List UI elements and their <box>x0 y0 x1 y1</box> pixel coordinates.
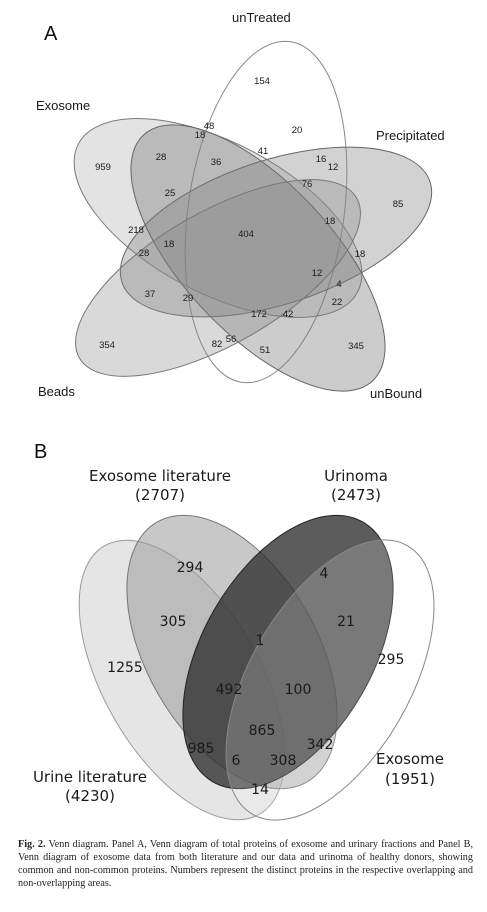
region-count: 41 <box>258 146 269 157</box>
label-beads: Beads <box>38 384 75 399</box>
region-count: 48 <box>204 121 215 132</box>
region-count: 404 <box>238 229 254 240</box>
region-count: 25 <box>165 188 176 199</box>
region-count: 294 <box>177 560 204 576</box>
region-count: 36 <box>211 157 222 168</box>
region-count: 308 <box>270 753 297 769</box>
region-count: 85 <box>393 199 404 210</box>
region-count: 21 <box>337 614 355 630</box>
region-count: 100 <box>285 682 312 698</box>
panel-b-region-counts: 294 4 305 21 1 1255 295 492 100 865 985 … <box>107 560 404 798</box>
region-count: 12 <box>328 162 339 173</box>
panel-a-region-counts: 154 959 48 18 20 28 36 41 16 12 85 76 25… <box>95 76 403 356</box>
label-untreated: unTreated <box>232 10 291 25</box>
region-count: 172 <box>251 309 267 320</box>
label-urine-literature-count: (4230) <box>65 787 115 805</box>
label-unbound: unBound <box>370 386 422 401</box>
ellipse-untreated <box>184 40 348 384</box>
caption-label: Fig. 2. <box>18 839 46 850</box>
region-count: 354 <box>99 340 115 351</box>
region-count: 342 <box>307 737 334 753</box>
region-count: 305 <box>160 614 187 630</box>
region-count: 20 <box>292 125 303 136</box>
region-count: 959 <box>95 162 111 173</box>
ellipse-beads <box>75 179 361 377</box>
label-exosome: Exosome <box>36 98 90 113</box>
region-count: 154 <box>254 76 270 87</box>
label-exosome: Exosome <box>376 750 444 768</box>
panel-a-set-labels: Exosome unTreated Precipitated unBound B… <box>36 10 445 401</box>
panel-a-letter: A <box>44 23 58 45</box>
ellipse-unbound <box>130 124 386 392</box>
region-count: 492 <box>216 682 243 698</box>
label-urinoma-count: (2473) <box>331 486 381 504</box>
region-count: 18 <box>325 216 336 227</box>
region-count: 37 <box>145 289 156 300</box>
region-count: 28 <box>156 152 167 163</box>
region-count: 12 <box>312 268 323 279</box>
region-count: 4 <box>320 566 329 582</box>
region-count: 345 <box>348 341 364 352</box>
label-precipitated: Precipitated <box>376 128 445 143</box>
ellipse-precipitated <box>119 146 433 318</box>
label-exosome-literature: Exosome literature <box>89 467 231 485</box>
region-count: 295 <box>378 652 405 668</box>
region-count: 1255 <box>107 660 143 676</box>
region-count: 6 <box>232 753 241 769</box>
region-count: 218 <box>128 225 144 236</box>
panel-a-ellipses <box>73 40 433 392</box>
region-count: 865 <box>249 723 276 739</box>
caption-text: Venn diagram. Panel A, Venn diagram of t… <box>18 839 473 889</box>
region-count: 56 <box>226 334 237 345</box>
region-count: 22 <box>332 297 343 308</box>
region-count: 82 <box>212 339 223 350</box>
region-count: 76 <box>302 179 313 190</box>
region-count: 42 <box>283 309 294 320</box>
label-exosome-literature-count: (2707) <box>135 486 185 504</box>
region-count: 1 <box>256 633 265 649</box>
label-urinoma: Urinoma <box>324 467 388 485</box>
label-exosome-count: (1951) <box>385 770 435 788</box>
panel-b-set-labels: Exosome literature (2707) Urinoma (2473)… <box>33 467 444 805</box>
ellipse-exosome <box>73 118 363 318</box>
ellipse-urinoma <box>182 514 394 790</box>
ellipse-exosome-b <box>225 539 435 821</box>
region-count: 28 <box>139 248 150 259</box>
region-count: 18 <box>355 249 366 260</box>
panel-b-letter: B <box>34 441 47 463</box>
region-count: 18 <box>195 130 206 141</box>
region-count: 18 <box>164 239 175 250</box>
figure-caption: Fig. 2. Venn diagram. Panel A, Venn diag… <box>18 838 473 890</box>
region-count: 4 <box>336 279 341 290</box>
panel-b-ellipses <box>78 514 435 821</box>
region-count: 16 <box>316 154 327 165</box>
region-count: 29 <box>183 293 194 304</box>
region-count: 51 <box>260 345 271 356</box>
region-count: 985 <box>188 741 215 757</box>
label-urine-literature: Urine literature <box>33 768 147 786</box>
region-count: 14 <box>251 782 269 798</box>
